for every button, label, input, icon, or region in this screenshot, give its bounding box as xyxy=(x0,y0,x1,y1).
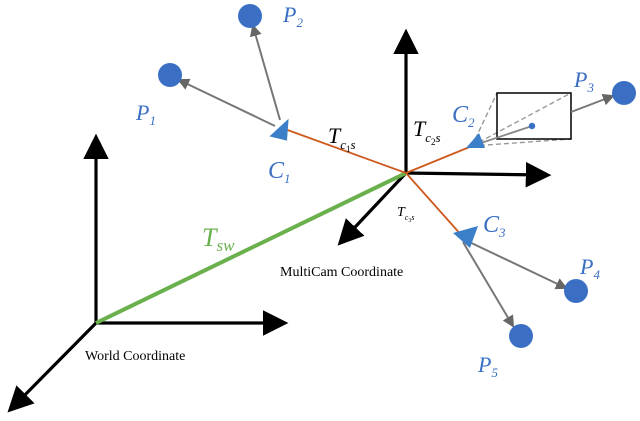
label-c3: C3 xyxy=(483,212,506,240)
label-t-sw: Tsw xyxy=(202,223,235,255)
t-sw-link xyxy=(95,171,407,325)
image-point xyxy=(528,122,536,130)
label-c1: C1 xyxy=(268,158,291,186)
multicam-axis-right xyxy=(405,161,552,188)
label-p5: P5 xyxy=(477,352,498,380)
world-axis-diagonal xyxy=(7,321,98,413)
point-p5 xyxy=(509,324,533,348)
label-t-c2s: Tc2s xyxy=(413,116,441,147)
label-p1: P1 xyxy=(135,100,156,128)
label-p3: P3 xyxy=(573,67,594,95)
rays xyxy=(177,24,615,328)
label-t-c1s: Tc1s xyxy=(328,123,356,154)
image-plane xyxy=(496,92,572,140)
c2-frustum xyxy=(471,92,572,147)
ray-c2-p3 xyxy=(570,93,615,113)
point-p1 xyxy=(158,63,182,87)
ray-c3-p4 xyxy=(462,238,568,290)
multicam-axis-diagonal xyxy=(337,171,408,246)
label-c2: C2 xyxy=(452,102,475,130)
label-world-coordinate: World Coordinate xyxy=(85,349,185,364)
camera-c2 xyxy=(466,133,485,148)
c1-link xyxy=(281,127,407,174)
point-p2 xyxy=(238,4,262,28)
point-p4 xyxy=(564,279,588,303)
point-p3 xyxy=(612,81,636,105)
ray-c1-p1 xyxy=(177,78,276,127)
c3-link xyxy=(405,172,464,238)
camera-c1 xyxy=(269,118,289,141)
multicam-axes xyxy=(337,28,552,246)
label-multicam-coordinate: MultiCam Coordinate xyxy=(280,265,403,280)
world-axes xyxy=(7,133,289,413)
label-p2: P2 xyxy=(282,2,303,30)
ray-c3-p5 xyxy=(462,241,515,328)
camera-c3 xyxy=(453,226,478,248)
c2-link xyxy=(405,145,473,174)
label-p4: P4 xyxy=(579,254,600,282)
label-t-c3s: Tc3s xyxy=(397,205,414,224)
ray-c1-p2 xyxy=(249,24,281,121)
